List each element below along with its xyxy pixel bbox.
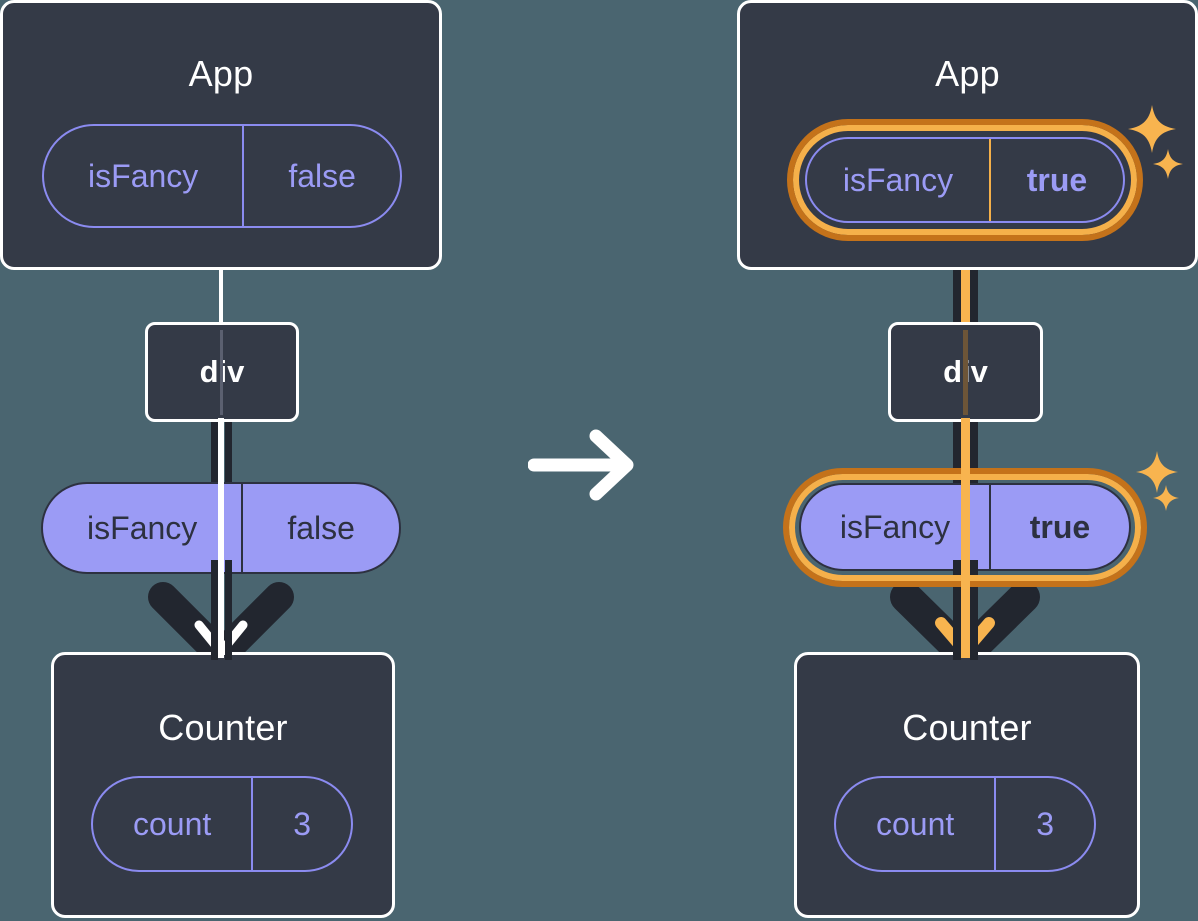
component-title-counter-after: Counter (902, 707, 1032, 748)
sparkle-icon-prop-large (1136, 451, 1178, 493)
sparkle-icon-app-small (1153, 149, 1183, 179)
state-pill-value-app-after: true (1026, 161, 1088, 198)
state-pill-divider-counter-before (251, 778, 254, 870)
state-pill-name-counter-after: count (875, 805, 955, 842)
prop-pill-divider-after (988, 485, 991, 569)
connector-inner-line-before (218, 418, 224, 658)
connector-prop-to-counter-rail-right-before (225, 560, 232, 660)
connector-inner-line-after (961, 418, 970, 658)
connector-prop-to-counter-rail-left-after (953, 560, 961, 660)
state-pill-name-counter-before: count (132, 805, 212, 842)
state-pill-name-app-after: isFancy (842, 161, 954, 198)
connector-app-to-div-orange-after (961, 222, 970, 326)
component-box-app-after: App (737, 0, 1198, 270)
state-pill-counter-before: count 3 (91, 776, 353, 872)
prop-pill-value-before: false (287, 509, 355, 546)
state-pill-name-app-before: isFancy (88, 157, 199, 194)
sparkle-icon-app-large (1128, 105, 1176, 153)
connector-div-to-prop-rail-left-after (953, 418, 961, 486)
connector-prop-to-counter-rail-right-after (970, 560, 978, 660)
state-pill-divider-counter-after (994, 778, 997, 870)
state-pill-value-counter-before: 3 (293, 805, 312, 842)
state-pill-app-after: isFancy true (805, 137, 1125, 223)
connector-through-div-after (963, 330, 968, 415)
state-pill-divider-app-after (988, 139, 991, 221)
prop-pill-name-before: isFancy (87, 509, 198, 546)
component-title-app-before: App (188, 53, 254, 94)
state-pill-value-counter-after: 3 (1036, 805, 1055, 842)
state-pill-divider-app-before (242, 126, 245, 226)
prop-pill-divider-before (241, 484, 244, 572)
component-title-counter-before: Counter (158, 707, 288, 748)
state-pill-app-before: isFancy false (42, 124, 402, 228)
state-pill-value-app-before: false (288, 157, 356, 194)
prop-pill-name-after: isFancy (839, 508, 951, 545)
connector-div-to-prop-rail-right-before (225, 418, 232, 486)
connector-app-to-div-before (219, 268, 223, 326)
state-pill-counter-after: count 3 (834, 776, 1096, 872)
connector-div-to-prop-rail-right-after (970, 418, 978, 486)
component-title-app-after: App (935, 53, 1000, 94)
connector-prop-to-counter-rail-left-before (211, 560, 218, 660)
connector-div-to-prop-rail-left-before (211, 418, 218, 486)
connector-app-to-div-rail-left-after (953, 222, 961, 326)
sparkle-icon-prop-small (1153, 485, 1179, 511)
transition-arrow-icon (528, 429, 634, 501)
prop-pill-value-after: true (1029, 508, 1091, 545)
connector-app-to-div-rail-right-after (970, 222, 978, 326)
connector-through-div-before (220, 330, 223, 415)
